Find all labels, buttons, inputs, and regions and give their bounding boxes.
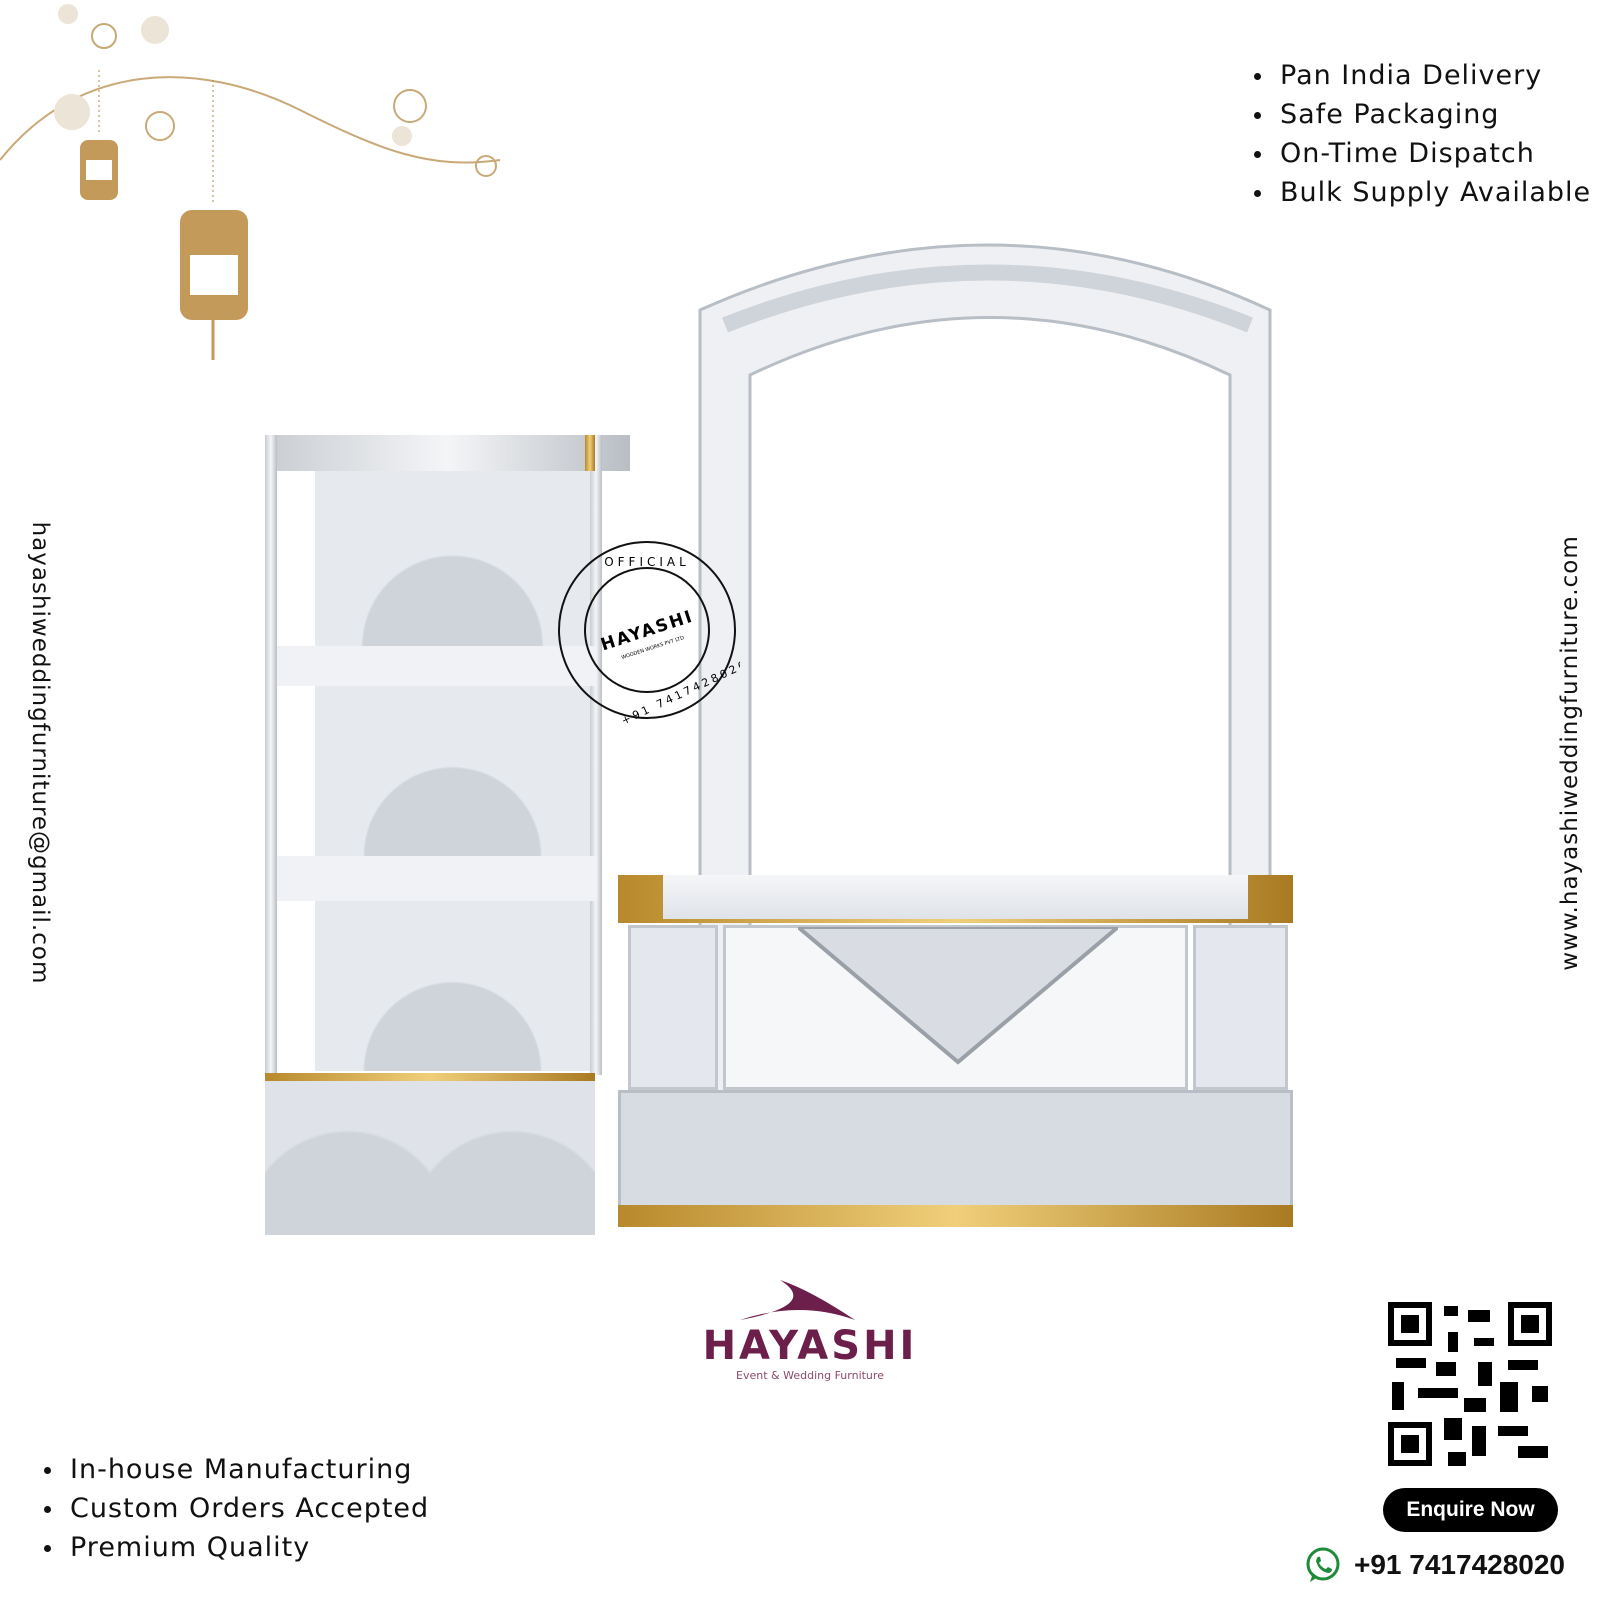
brand-logo: HAYASHI Event & Wedding Furniture: [680, 1280, 940, 1382]
phone-number: +91 7417428020: [1354, 1549, 1565, 1580]
stamp-phone: +91 7417428020: [619, 657, 740, 723]
console-table-image: [618, 875, 1293, 1227]
feature-item: Safe Packaging: [1250, 95, 1591, 134]
email-text[interactable]: hayashiweddingfurniture@gmail.com: [27, 521, 53, 985]
feature-item: Pan India Delivery: [1250, 56, 1591, 95]
qr-code-icon[interactable]: [1388, 1302, 1552, 1466]
features-top-list: Pan India Delivery Safe Packaging On-Tim…: [1250, 56, 1591, 212]
lantern-decoration-icon: [0, 4, 501, 360]
official-stamp: OFFICIAL HAYASHI WOODEN WORKS PVT LTD +9…: [558, 541, 740, 723]
phone-contact[interactable]: +91 7417428020: [1304, 1546, 1565, 1584]
brand-tagline: Event & Wedding Furniture: [736, 1369, 884, 1382]
shelf-unit-image: [265, 435, 630, 1235]
feature-item: On-Time Dispatch: [1250, 134, 1591, 173]
stamp-top-text: OFFICIAL: [604, 555, 690, 569]
swoosh-icon: [740, 1280, 855, 1320]
features-bottom-list: In-house Manufacturing Custom Orders Acc…: [40, 1450, 429, 1567]
feature-item: Bulk Supply Available: [1250, 173, 1591, 212]
whatsapp-icon: [1306, 1547, 1340, 1582]
feature-item: Premium Quality: [40, 1528, 429, 1567]
feature-item: Custom Orders Accepted: [40, 1489, 429, 1528]
website-text[interactable]: www.hayashiweddingfurniture.com: [1557, 535, 1583, 971]
brand-name: HAYASHI: [702, 1323, 918, 1369]
enquire-now-button[interactable]: Enquire Now: [1383, 1488, 1558, 1532]
feature-item: In-house Manufacturing: [40, 1450, 429, 1489]
